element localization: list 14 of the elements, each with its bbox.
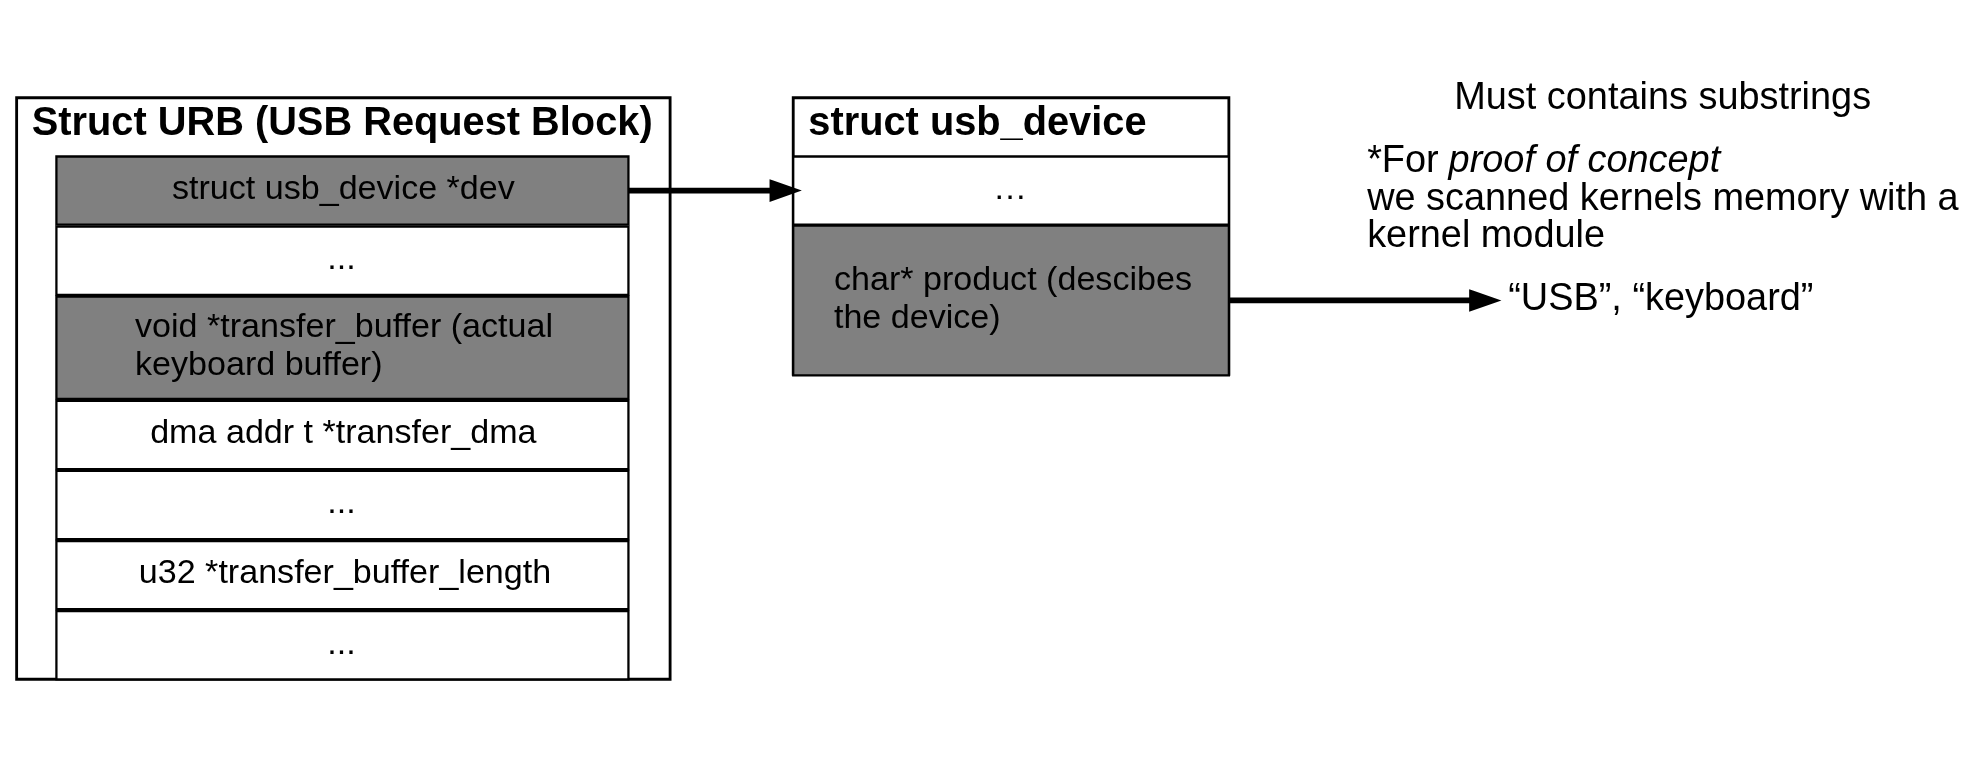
node-box: ... (55, 225, 630, 296)
node-text: “USB”, “keyboard” (1508, 275, 1814, 318)
node-box: … (792, 155, 1230, 226)
node-box: ... (55, 609, 630, 681)
label: Must contains substrings (1454, 75, 1872, 118)
node-box: u32 *transfer_buffer_length (55, 539, 630, 611)
label: *For proof of concept we scanned kernels memory with a kernel module (1367, 137, 1959, 256)
node-box: ... (55, 469, 630, 541)
arrow (628, 179, 802, 202)
node-box: void *transfer_buffer (actual keyboard buffer) (55, 295, 630, 401)
arrow (1229, 289, 1502, 312)
node-box: struct usb_device *dev (55, 155, 630, 226)
node-box: dma addr t *transfer_dma (55, 399, 630, 471)
node-box: char* product (descibes the device) (792, 224, 1230, 377)
